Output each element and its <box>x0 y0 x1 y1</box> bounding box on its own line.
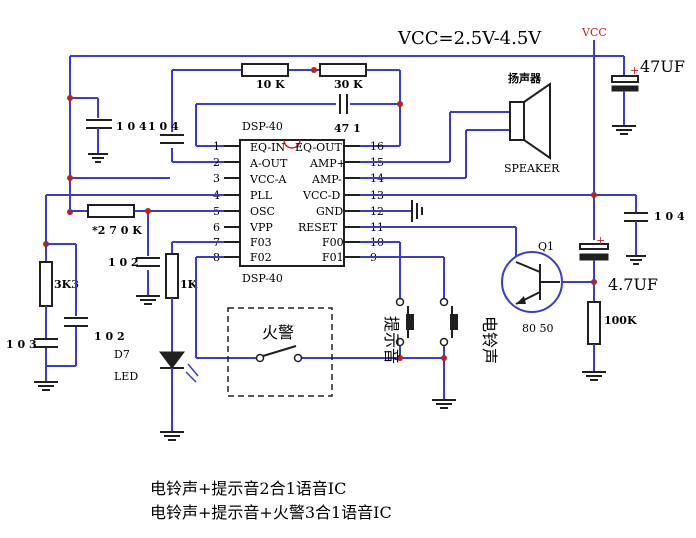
door-bell-button[interactable] <box>439 297 459 347</box>
pin-name-vcc-a: VCC-A <box>249 173 287 186</box>
chip-name-bottom: DSP-40 <box>242 272 283 285</box>
chip-notch <box>283 139 301 149</box>
label-r30k: 30 K <box>334 78 363 91</box>
label-c104-right: 1 0 4 <box>654 210 685 223</box>
trigger-wiring <box>195 241 445 400</box>
capacitor-104-eq <box>160 134 184 144</box>
chip-name-top: DSP-40 <box>242 120 283 133</box>
transistor-q1 <box>501 251 563 313</box>
pin-name-amp-plus: AMP+ <box>309 157 346 170</box>
chip-left-leads <box>224 145 240 258</box>
speaker-label-cn: 扬声器 <box>508 71 542 85</box>
fire-alarm-switch[interactable] <box>255 345 303 363</box>
vccd-wiring <box>360 56 637 240</box>
capacitor-104-right <box>624 212 648 265</box>
pin-name-reset: RESET <box>298 221 338 234</box>
ground-right <box>582 344 606 381</box>
capacitor-102-b <box>64 317 88 327</box>
chip-body <box>239 139 345 267</box>
fire-alarm-optional-box <box>227 307 333 397</box>
label-c102-b: 1 0 2 <box>94 330 125 343</box>
prompt-tone-button[interactable] <box>395 297 415 347</box>
label-q1-part: 80 50 <box>522 322 554 335</box>
power-rail <box>69 40 624 212</box>
speaker-wiring <box>360 111 510 179</box>
label-r10k: 10 K <box>256 78 285 91</box>
pin-number-16: 16 <box>370 140 384 153</box>
label-c103: 1 0 3 <box>6 338 37 351</box>
svg-text:+: + <box>630 64 639 77</box>
label-r100k: 100K <box>604 314 637 327</box>
label-r1k: 1K <box>180 278 198 291</box>
pin-name-eq-out: EQ-OUT <box>295 141 342 154</box>
resistor-10k <box>241 63 289 77</box>
capacitor-4-7uf: + <box>579 234 609 302</box>
label-c4-7uf: 4.7UF <box>608 275 658 294</box>
resistor-1k <box>165 253 179 299</box>
resistor-100k <box>587 301 601 345</box>
pin-name-amp-minus: AMP- <box>311 173 342 186</box>
pin-number-6: 6 <box>213 221 220 234</box>
capacitor-47uf: + <box>611 56 639 135</box>
pin-name-f01: F01 <box>322 251 344 264</box>
pin-number-2: 2 <box>213 156 220 169</box>
pin-name-pll: PLL <box>250 189 273 202</box>
label-c47uf: 47UF <box>640 57 685 76</box>
speaker-icon <box>509 82 551 160</box>
capacitor-104-decoupling <box>86 119 112 163</box>
vcc-label: VCC <box>581 26 607 39</box>
pin-name-f03: F03 <box>250 236 272 249</box>
label-fire-alarm: 火警 <box>262 323 294 342</box>
pin-name-f02: F02 <box>250 251 272 264</box>
pin-name-vpp: VPP <box>249 221 273 234</box>
label-prompt-tone: 提示音 <box>382 316 401 364</box>
pin-name-a-out: A-OUT <box>249 157 288 170</box>
pin-name-f00: F00 <box>322 236 344 249</box>
pin-name-vcc-d: VCC-D <box>302 189 340 202</box>
pin-name-osc: OSC <box>250 205 275 218</box>
pin-number-1: 1 <box>213 140 220 153</box>
ground-left <box>34 381 58 391</box>
capacitor-471 <box>336 94 350 114</box>
caption-line-1: 电铃声+提示音2合1语音IC <box>150 479 346 498</box>
supply-voltage-title: VCC=2.5V-4.5V <box>397 28 542 49</box>
resistor-3k3 <box>39 261 53 307</box>
pin-number-3: 3 <box>213 172 220 185</box>
label-c104-top: 1 0 4 <box>116 120 147 133</box>
speaker-label-en: SPEAKER <box>504 162 560 175</box>
label-c102-a: 1 0 2 <box>108 256 139 269</box>
resistor-270k <box>87 204 135 218</box>
capacitor-103 <box>34 338 58 348</box>
pin-name-eq-in: EQ-IN <box>250 141 286 154</box>
label-c104-eq: 1 0 4 <box>148 120 179 133</box>
svg-text:+: + <box>596 234 605 247</box>
resistor-30k <box>319 63 367 77</box>
label-c471: 47 1 <box>334 122 361 135</box>
osc-bottom-wiring <box>45 243 77 382</box>
capacitor-102-a <box>136 257 160 305</box>
label-q1: Q1 <box>538 240 554 253</box>
label-r270k: *2 7 0 K <box>92 224 142 237</box>
label-led-ref: D7 <box>114 348 130 361</box>
pin-name-gnd: GND <box>316 205 343 218</box>
ground-switches <box>432 399 456 409</box>
label-door-bell: 电铃声 <box>480 316 499 364</box>
caption-line-2: 电铃声+提示音+火警3合1语音IC <box>150 503 392 522</box>
ground-pin12 <box>360 200 423 222</box>
label-r3k3: 3K3 <box>54 278 79 291</box>
chip-right-leads <box>344 145 360 258</box>
led-d7 <box>159 298 199 441</box>
label-led: LED <box>114 370 138 383</box>
